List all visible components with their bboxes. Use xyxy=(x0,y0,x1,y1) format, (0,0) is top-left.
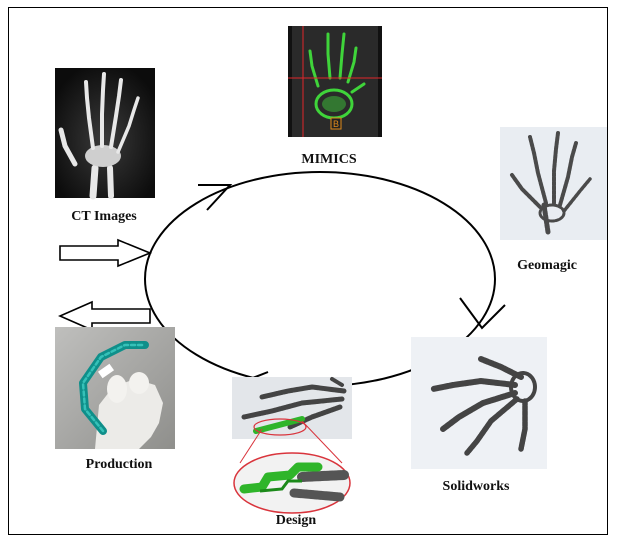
geomagic-mesh-image xyxy=(500,127,607,240)
solidworks-cad-image xyxy=(411,337,547,469)
output-arrow xyxy=(60,302,150,330)
ct-images-label: CT Images xyxy=(71,209,136,225)
cycle-arrowhead-top xyxy=(198,185,230,210)
mimics-segmentation-image: B xyxy=(288,26,382,137)
design-image xyxy=(232,377,352,517)
mimics-label: MIMICS xyxy=(301,152,356,168)
production-label: Production xyxy=(86,457,153,473)
cycle-arrowhead-right xyxy=(460,298,505,328)
mimics-marker-label: B xyxy=(333,119,339,129)
solidworks-label: Solidworks xyxy=(443,479,510,495)
geomagic-label: Geomagic xyxy=(517,258,577,274)
input-arrow xyxy=(60,240,150,266)
production-photo xyxy=(55,327,175,449)
design-label: Design xyxy=(276,513,316,529)
ct-xray-image xyxy=(55,68,155,198)
